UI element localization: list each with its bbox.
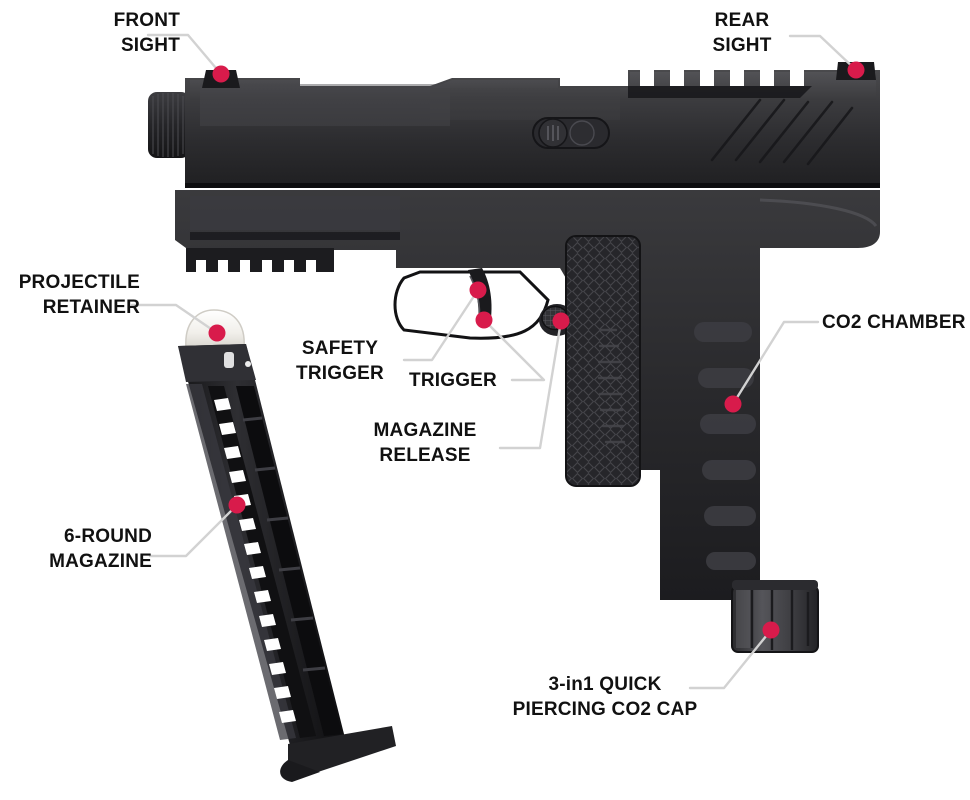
marker-projectile-retainer: [208, 324, 226, 342]
leader-co2-cap: [688, 628, 773, 690]
leader-six-round: [148, 503, 239, 558]
accessory-rail: [186, 248, 334, 274]
leader-safety: [402, 288, 480, 362]
leader-trigger: [482, 318, 546, 382]
frame: [175, 190, 880, 600]
callout-label-co2-chamber: CO2 CHAMBER: [822, 312, 966, 333]
magazine: [178, 309, 396, 782]
leader-mag-release: [498, 319, 563, 450]
backstrap-grooves: [694, 322, 756, 570]
marker-trigger: [475, 311, 493, 329]
marker-rear-sight: [847, 61, 865, 79]
slide-control-port: [532, 117, 610, 149]
callout-label-trigger: TRIGGER: [409, 370, 497, 391]
slide-top-rail: [640, 70, 804, 86]
marker-co2-chamber: [724, 395, 742, 413]
marker-front-sight: [212, 65, 230, 83]
marker-safety-trigger: [469, 281, 487, 299]
slide: [185, 70, 880, 188]
pistol-body: [148, 62, 880, 782]
leader-co2-chamber: [731, 320, 820, 406]
callout-label-front-sight: FRONT SIGHT: [113, 10, 180, 57]
callout-label-projectile-retainer: PROJECTILE RETAINER: [18, 272, 140, 319]
muzzle-cap: [148, 92, 190, 158]
leader-rear-sight: [788, 34, 858, 72]
marker-dots: [208, 61, 865, 639]
callout-label-six-round-magazine: 6-ROUND MAGAZINE: [49, 526, 152, 573]
leader-front-sight: [146, 33, 223, 76]
marker-co2-cap: [762, 621, 780, 639]
callout-label-magazine-release: MAGAZINE RELEASE: [373, 420, 477, 467]
marker-six-round-magazine: [228, 496, 246, 514]
co2-cap: [731, 580, 819, 653]
witness-slots: [214, 398, 296, 723]
leader-projectile: [130, 303, 219, 335]
callout-label-rear-sight: REAR SIGHT: [712, 10, 772, 57]
callout-label-safety-trigger: SAFETY TRIGGER: [296, 338, 384, 385]
callout-label-co2-cap: 3-in1 QUICK PIERCING CO2 CAP: [512, 674, 698, 721]
marker-magazine-release: [552, 312, 570, 330]
frontstrap-grooves: [597, 328, 626, 444]
leader-lines: [130, 33, 858, 690]
